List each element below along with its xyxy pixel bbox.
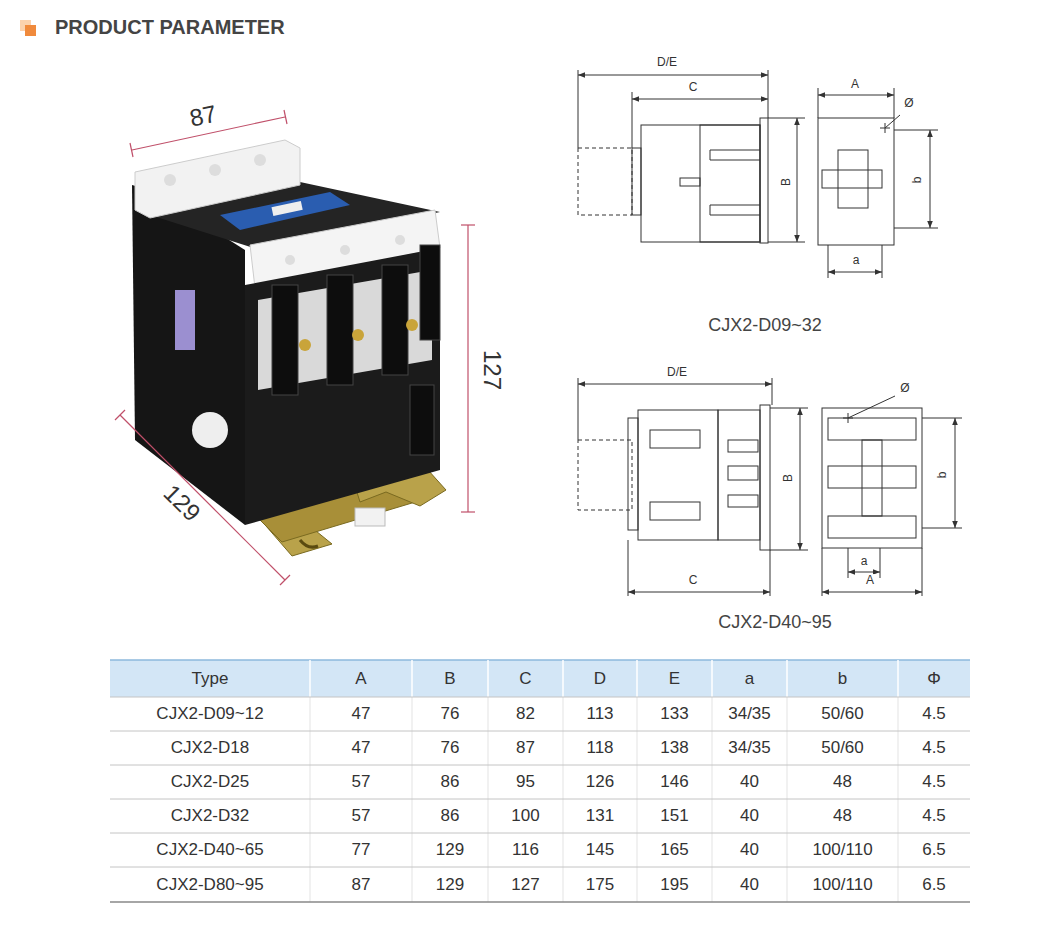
dimension-label: A [865, 574, 875, 588]
table-cell: CJX2-D25 [171, 772, 249, 792]
table-cell: 100/110 [812, 840, 872, 860]
table-cell: 34/35 [728, 738, 771, 758]
table-cell: 126 [586, 772, 614, 792]
table-cell: 95 [516, 772, 535, 792]
table-grid [110, 660, 970, 902]
table-cell: 40 [740, 840, 759, 860]
table-cell: 57 [352, 806, 371, 826]
dimension-label: B [780, 177, 794, 187]
table-cell: 4.5 [922, 704, 946, 724]
table-cell: 82 [516, 704, 535, 724]
table-cell: 76 [441, 738, 460, 758]
table-header-cell: a [745, 669, 754, 689]
table-cell: 76 [441, 704, 460, 724]
table-cell: 175 [586, 875, 614, 895]
table-header-cell: Type [192, 669, 229, 689]
table-cell: 118 [586, 738, 613, 758]
page-title: PRODUCT PARAMETER [55, 16, 285, 39]
dimension-label: Ø [903, 97, 914, 111]
table-cell: 165 [660, 840, 688, 860]
table-cell: 138 [660, 738, 688, 758]
dimension-label: a [852, 254, 861, 268]
table-cell: CJX2-D32 [171, 806, 249, 826]
table-cell: CJX2-D09~12 [156, 704, 263, 724]
table-cell: 100 [511, 806, 539, 826]
dimension-label: 127 [478, 349, 506, 391]
table-cell: 113 [586, 704, 613, 724]
caption-label: CJX2-D40~95 [718, 612, 832, 633]
title-icon [25, 25, 36, 36]
dimension-label: C [688, 81, 699, 95]
table-cell: CJX2-D40~65 [156, 840, 263, 860]
table-cell: 131 [586, 806, 614, 826]
dimension-label: C [688, 574, 699, 588]
table-header-cell: D [594, 669, 606, 689]
table-cell: 47 [352, 704, 371, 724]
table-cell: 87 [516, 738, 535, 758]
table-cell: 133 [660, 704, 688, 724]
table-cell: 47 [352, 738, 371, 758]
dimension-label: b [911, 176, 925, 185]
dimension-label: b [936, 471, 950, 480]
contactor-illustration [132, 140, 446, 556]
table-cell: 86 [441, 806, 460, 826]
table-cell: 40 [740, 806, 759, 826]
dimension-label: D/E [666, 366, 688, 380]
table-cell: 34/35 [728, 704, 771, 724]
table-header-cell: b [838, 669, 847, 689]
table-header-cell: A [355, 669, 366, 689]
table-cell: 145 [586, 840, 614, 860]
table-cell: 100/110 [812, 875, 872, 895]
table-cell: 6.5 [922, 840, 946, 860]
table-cell: CJX2-D80~95 [156, 875, 263, 895]
table-header-cell: Φ [927, 669, 941, 689]
table-cell: 6.5 [922, 875, 946, 895]
table-cell: 50/60 [821, 738, 864, 758]
table-cell: 151 [660, 806, 688, 826]
dimension-line [115, 110, 475, 585]
dimension-label: 87 [186, 100, 220, 133]
table-cell: 86 [441, 772, 460, 792]
table-cell: 195 [660, 875, 688, 895]
table-cell: 57 [352, 772, 371, 792]
technical-drawing [578, 378, 962, 596]
table-header-cell: C [519, 669, 531, 689]
table-cell: 40 [740, 875, 759, 895]
table-cell: 129 [436, 840, 464, 860]
dimension-label: 129 [157, 478, 206, 527]
table-cell: CJX2-D18 [171, 738, 249, 758]
dimension-label: Ø [899, 382, 910, 396]
table-cell: 48 [833, 772, 852, 792]
table-cell: 116 [512, 840, 539, 860]
table-cell: 77 [352, 840, 371, 860]
dimension-label: B [782, 473, 796, 483]
table-cell: 40 [740, 772, 759, 792]
table-cell: 4.5 [922, 772, 946, 792]
dimension-label: D/E [656, 56, 678, 70]
technical-drawing [578, 70, 938, 278]
table-header-cell: B [444, 669, 455, 689]
table-cell: 87 [352, 875, 371, 895]
table-cell: 50/60 [821, 704, 864, 724]
table-cell: 127 [511, 875, 539, 895]
table-cell: 146 [660, 772, 688, 792]
table-cell: 4.5 [922, 738, 946, 758]
table-cell: 4.5 [922, 806, 946, 826]
table-header-cell: E [669, 669, 680, 689]
caption-label: CJX2-D09~32 [708, 315, 822, 336]
dimension-label: A [850, 78, 860, 92]
table-cell: 48 [833, 806, 852, 826]
table-cell: 129 [436, 875, 464, 895]
dimension-label: a [860, 555, 869, 569]
